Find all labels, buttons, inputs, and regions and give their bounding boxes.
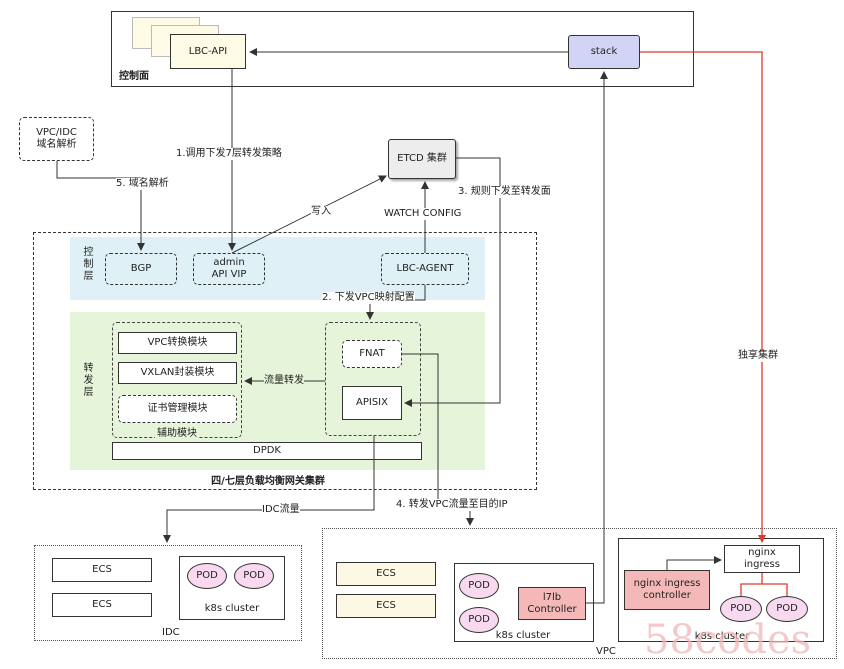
vpc-idc-dns-line2: 域名解析	[36, 139, 77, 150]
vpc-a-pod-2: POD	[459, 607, 499, 633]
idc-ecs-2: ECS	[52, 593, 152, 617]
bgp-node: BGP	[105, 253, 177, 285]
forward-layer-label: 转发层	[81, 362, 92, 398]
vpc-a-pod-1: POD	[459, 573, 499, 599]
idc-pod-2: POD	[234, 563, 274, 589]
idc-k8s-label: k8s cluster	[204, 603, 260, 614]
step4-label: 4. 转发VPC流量至目的IP	[396, 499, 508, 511]
gateway-cluster	[33, 232, 537, 490]
vpc-group	[322, 528, 837, 659]
watermark: 58codes	[644, 617, 812, 663]
step2-label: 2. 下发VPC映射配置	[322, 292, 415, 304]
vpc-idc-dns-node: VPC/IDC 域名解析	[19, 117, 94, 161]
step3-label: 3. 规则下发至转发面	[458, 186, 551, 198]
vpc-idc-dns-line1: VPC/IDC	[36, 127, 77, 138]
nic-line1: nginx ingress	[633, 578, 701, 589]
control-plane-label: 控制面	[119, 71, 149, 82]
write-label: 写入	[311, 206, 331, 218]
dns-to-bgp-line	[56, 161, 145, 251]
exclusive-cluster-label: 独享集群	[738, 350, 778, 362]
l7lb-line1: l7lb	[542, 591, 562, 603]
vpc-convert-module: VPC转换模块	[118, 332, 237, 354]
vpc-ecs-1: ECS	[336, 562, 436, 586]
idc-traffic-label: IDC流量	[262, 504, 300, 516]
vxlan-encap-module: VXLAN封装模块	[118, 362, 237, 384]
step1-label: 1.调用下发7层转发策略	[176, 148, 282, 160]
admin-to-etcd-line	[231, 175, 387, 254]
admin-line1: admin	[213, 257, 245, 268]
forward-group	[325, 322, 421, 436]
cluster-to-idc-line	[163, 436, 375, 543]
idc-group	[34, 545, 302, 641]
cert-manage-module: 证书管理模块	[118, 395, 237, 423]
nginx-line1: nginx	[748, 547, 776, 558]
nic-line2: controller	[643, 590, 691, 601]
aux-module-label: 辅助模块	[155, 428, 199, 440]
l7lb-line2: Controller	[527, 603, 577, 615]
exclusive-cluster-line	[640, 51, 766, 543]
lbc-agent-node: LBC-AGENT	[381, 253, 469, 285]
lbc-api-node: LBC-API	[170, 34, 246, 69]
admin-line2: API VIP	[211, 269, 247, 280]
stack-node: stack	[568, 35, 640, 69]
idc-ecs-1: ECS	[52, 558, 152, 582]
controller-to-nginx-line	[666, 556, 722, 570]
vpc-ecs-2: ECS	[336, 594, 436, 618]
vpc-label: VPC	[596, 646, 616, 657]
etcd-cluster-node: ETCD 集群	[388, 139, 456, 179]
watch-label: WATCH CONFIG	[384, 208, 462, 220]
fnat-node: FNAT	[342, 340, 402, 368]
vpc-b-pod-2: POD	[766, 596, 808, 622]
idc-label: IDC	[162, 627, 180, 638]
traffic-forward-label: 流量转发	[264, 375, 304, 387]
nginx-ingress-controller-node: nginx ingress controller	[624, 570, 710, 610]
nginx-line2: ingress	[744, 559, 780, 570]
dpdk-bar: DPDK	[112, 442, 422, 460]
apisix-node: APISIX	[342, 386, 402, 420]
gateway-cluster-label: 四/七层负载均衡网关集群	[211, 476, 325, 487]
step5-label: 5. 域名解析	[116, 178, 169, 190]
vpc-b-pod-1: POD	[720, 596, 762, 622]
control-layer-label: 控制层	[81, 246, 92, 282]
vpc-a-k8s-label: k8s cluster	[495, 630, 551, 641]
l7lb-to-stack-line	[586, 71, 608, 604]
l7lb-controller-node: l7lb Controller	[518, 587, 586, 620]
idc-pod-1: POD	[187, 563, 227, 589]
etcd-to-apisix-line	[404, 157, 501, 407]
admin-api-vip-node: admin API VIP	[193, 253, 265, 285]
vpc-b-k8s-label: k8s cluster	[694, 631, 750, 642]
nginx-to-pods-line	[740, 573, 788, 596]
nginx-ingress-node: nginx ingress	[724, 545, 800, 573]
